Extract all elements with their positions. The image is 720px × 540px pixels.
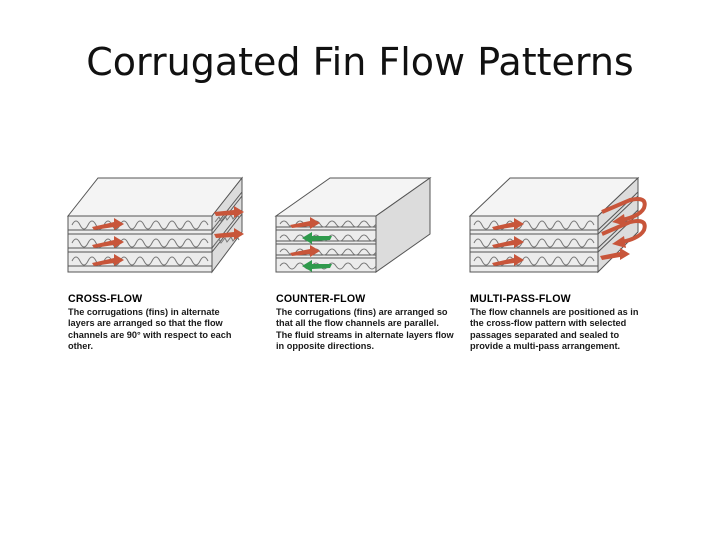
multi-pass-flow-illustration [468, 176, 647, 274]
cross-flow-illustration [66, 176, 244, 274]
counter-flow-description: The corrugations (fins) are arranged so … [276, 306, 454, 352]
panel-multi-pass-flow: MULTI-PASS-FLOW The flow channels are po… [464, 170, 654, 380]
flow-patterns-figure: CROSS-FLOW The corrugations (fins) in al… [62, 170, 652, 380]
cross-flow-heading: CROSS-FLOW [68, 293, 143, 305]
multi-pass-front-arrows [492, 218, 524, 266]
counter-flow-caption: COUNTER-FLOW The corrugations (fins) are… [276, 293, 456, 353]
counter-flow-green-arrows [302, 232, 332, 272]
cross-flow-caption: CROSS-FLOW The corrugations (fins) in al… [68, 293, 248, 353]
cross-flow-front-arrows [92, 218, 124, 266]
panel-cross-flow: CROSS-FLOW The corrugations (fins) in al… [62, 170, 252, 380]
cross-flow-description: The corrugations (fins) in alternate lay… [68, 306, 232, 352]
multi-pass-flow-heading: MULTI-PASS-FLOW [470, 293, 571, 305]
counter-flow-heading: COUNTER-FLOW [276, 293, 366, 305]
cross-flow-side-arrows [214, 206, 244, 240]
multi-pass-return-arrows [600, 197, 647, 260]
page-title: Corrugated Fin Flow Patterns [86, 40, 634, 84]
multi-pass-flow-description: The flow channels are positioned as in t… [470, 306, 639, 352]
counter-flow-illustration [274, 177, 432, 273]
multi-pass-flow-caption: MULTI-PASS-FLOW The flow channels are po… [470, 293, 650, 353]
panel-counter-flow: COUNTER-FLOW The corrugations (fins) are… [270, 170, 460, 380]
counter-flow-red-arrows [290, 217, 320, 257]
